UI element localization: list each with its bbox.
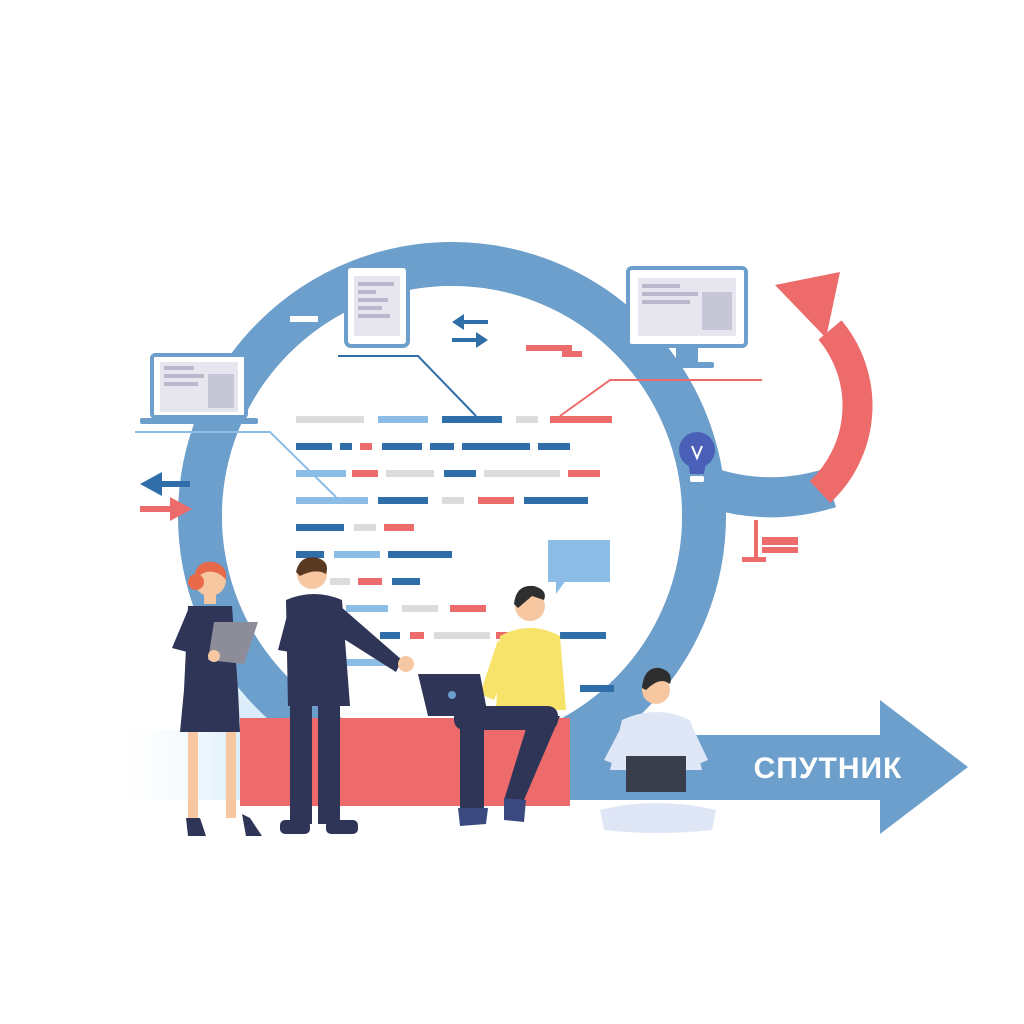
coral-bar-mark <box>526 345 582 357</box>
sitting-man-figure <box>600 667 716 833</box>
right-arrow-icon <box>140 497 192 521</box>
speech-bubble-icon <box>548 540 610 594</box>
dash-mark <box>290 316 318 322</box>
laptop-icon <box>140 353 258 424</box>
man-in-suit-figure <box>278 557 414 834</box>
woman-with-tablet-figure <box>172 561 262 836</box>
monitor-icon <box>626 266 748 368</box>
tablet-icon <box>344 264 410 348</box>
connector-lines <box>135 355 762 498</box>
lightbulb-icon <box>679 432 715 482</box>
swap-arrows-icon <box>452 314 488 348</box>
coral-bracket-mark <box>742 520 798 562</box>
main-forward-arrow: СПУТНИК <box>700 700 968 834</box>
arrow-label: СПУТНИК <box>754 752 903 785</box>
man-with-laptop-figure <box>418 585 566 826</box>
left-arrow-icon <box>140 472 190 496</box>
curved-return-arrow-icon <box>775 272 873 503</box>
code-lines <box>296 416 614 692</box>
